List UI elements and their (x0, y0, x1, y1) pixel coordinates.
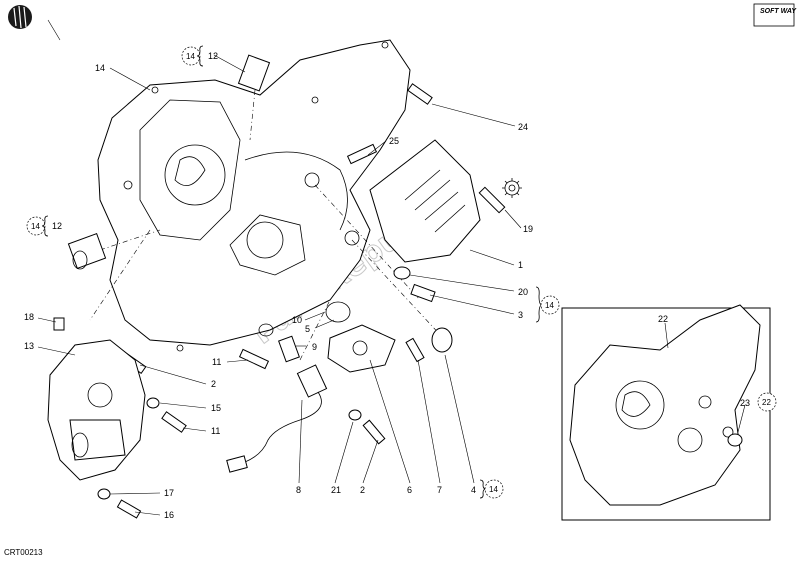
callout-17: 17 (164, 488, 174, 498)
main-cover-part (97, 39, 411, 352)
bolt-part-16 (116, 499, 142, 519)
leader-lines (37, 19, 746, 516)
ref-circle-text: 14 (186, 52, 195, 61)
brand-text: SOFT WAY (760, 8, 797, 15)
callout-15: 15 (211, 403, 221, 413)
plug-part-left (67, 233, 107, 270)
spacer-part-4 (431, 327, 453, 353)
brand-logo: SOFT WAY (753, 3, 797, 27)
logo-disc-icon (8, 5, 32, 29)
callout-24: 24 (518, 122, 528, 132)
sprocket-cover-part (369, 139, 481, 263)
bolt-part-24 (407, 83, 433, 105)
callout-16: 16 (164, 510, 174, 520)
washer-part-15 (146, 397, 160, 409)
ref-badge-bottom: 14 (479, 479, 504, 499)
callout-11-lower: 11 (211, 426, 220, 436)
callout-7: 7 (437, 485, 442, 495)
bolt-part-11a (238, 348, 270, 370)
callout-2: 2 (211, 379, 216, 389)
callout-20: 20 (518, 287, 528, 297)
callout-6: 6 (407, 485, 412, 495)
sensor-part (226, 364, 328, 473)
oring-part-5 (325, 301, 351, 323)
ref-circle-text: 14 (545, 301, 554, 310)
oring-part-10 (258, 323, 274, 337)
ref-badge-right: 14 (535, 286, 560, 323)
flange-plate-part (327, 324, 396, 373)
inset-detail-panel (561, 304, 771, 521)
callout-22: 22 (658, 314, 668, 324)
bolt-part-3 (410, 283, 436, 303)
gear-icon (502, 178, 522, 198)
callout-5: 5 (305, 324, 310, 334)
fitting-part-9 (278, 335, 300, 363)
callout-25: 25 (389, 136, 399, 146)
callout-9: 9 (312, 342, 317, 352)
ref-num-text: 12 (208, 51, 218, 61)
callout-1: 1 (518, 260, 523, 270)
drawing-code: CRT00213 (4, 548, 43, 557)
bolt-part-19 (478, 186, 506, 214)
callout-23: 23 (740, 398, 750, 408)
ref-badge-inset: 22 (757, 392, 777, 412)
ref-circle-text: 22 (762, 398, 771, 407)
bolt-part-2b (362, 419, 386, 445)
ref-badge-left: 14 12 (26, 215, 62, 237)
washer-part-17 (97, 488, 111, 500)
ref-circle-text: 14 (489, 485, 498, 494)
bolt-part-7 (405, 337, 425, 363)
ref-badge-top: 14 12 (181, 45, 218, 67)
bolt-part-25 (346, 143, 378, 165)
dowel-part-18 (53, 317, 65, 331)
callout-18: 18 (24, 312, 34, 322)
callout-11: 11 (212, 357, 221, 367)
callout-3: 3 (518, 310, 523, 320)
callout-8: 8 (296, 485, 301, 495)
plug-part-top (237, 54, 271, 92)
callout-19: 19 (523, 224, 533, 234)
ref-circle-text: 14 (31, 222, 40, 231)
bolt-part-11b (161, 411, 187, 433)
callout-13: 13 (24, 341, 34, 351)
washer-part-20 (393, 266, 411, 280)
pump-cover-part (47, 339, 146, 481)
callout-14: 14 (95, 63, 105, 73)
ref-num-text: 12 (52, 221, 62, 231)
washer-part-21 (348, 409, 362, 421)
callout-10: 10 (292, 315, 302, 325)
callout-21: 21 (331, 485, 341, 495)
callout-4: 4 (471, 485, 476, 495)
callout-2-lower: 2 (360, 485, 365, 495)
